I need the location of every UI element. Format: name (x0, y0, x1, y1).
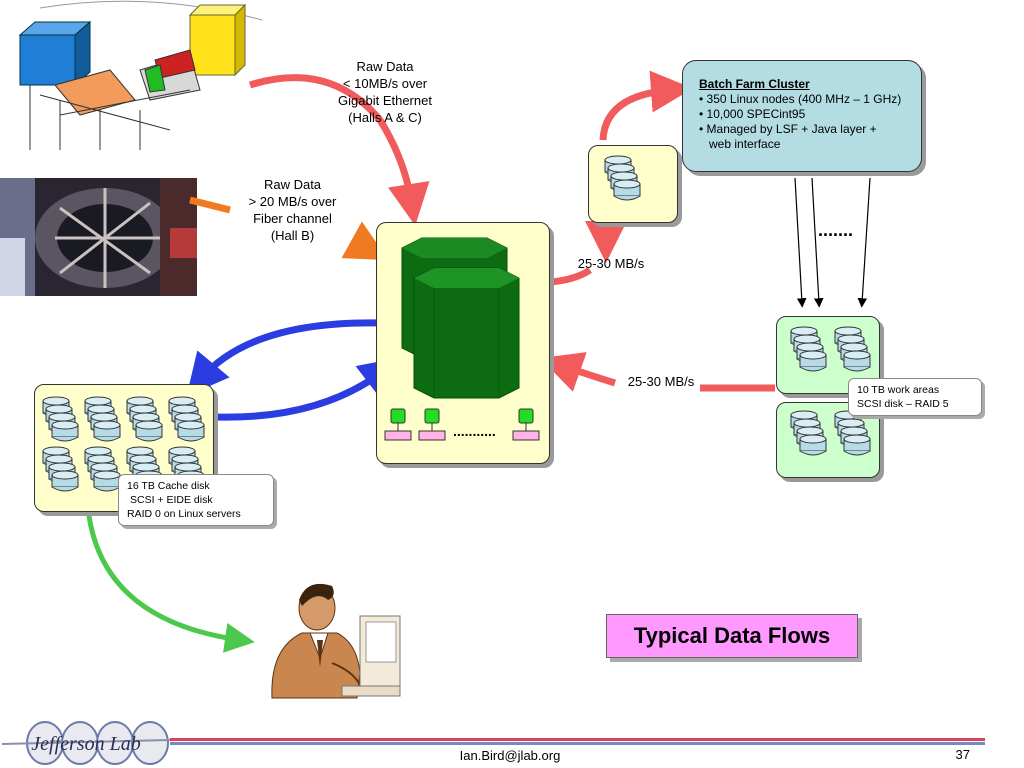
detector-hall-image (0, 0, 270, 160)
arrow-work-label-to-silo (540, 352, 617, 392)
farm-line-2 (811, 177, 824, 308)
rate-to-farm-label: 25-30 MB/s (577, 256, 645, 271)
cache-disk-callout: 16 TB Cache disk SCSI + EIDE disk RAID 0… (118, 474, 274, 526)
footer-divider-red (170, 738, 985, 741)
batch-farm-line: web interface (709, 137, 781, 151)
svg-text:Jefferson Lab: Jefferson Lab (31, 733, 140, 755)
farm-line-3 (857, 177, 871, 308)
rate-from-work-label: 25-30 MB/s (627, 374, 695, 389)
work-area-box-bottom (776, 402, 880, 478)
arrow-cache-to-user (85, 507, 255, 653)
raw-data-ac-label: Raw Data< 10MB/s over Gigabit Ethernet(H… (338, 59, 432, 125)
arrow-halls-ac-to-silo (248, 74, 430, 226)
user-at-computer-image (262, 578, 407, 708)
server-node-icon (512, 408, 540, 441)
batch-farm-line: • 10,000 SPECint95 (699, 107, 806, 121)
disk-stack-icon (790, 326, 871, 372)
page-number: 37 (955, 747, 970, 762)
disk-stack-icon (604, 155, 641, 201)
disk-stack-icon (790, 410, 871, 456)
staging-disk-box (588, 145, 678, 223)
arrow-silo-to-cache (186, 319, 384, 397)
server-node-icon (384, 408, 412, 441)
server-node-icon (418, 408, 446, 441)
batch-farm-box: Batch Farm Cluster • 350 Linux nodes (40… (682, 60, 922, 172)
silo-dots: ........... (453, 423, 496, 439)
work-area-callout: 10 TB work areas SCSI disk – RAID 5 (848, 378, 982, 416)
tape-silo-icon (384, 237, 540, 441)
arrow-cache-to-silo (214, 357, 402, 421)
batch-farm-line: • Managed by LSF + Java layer + (699, 122, 877, 136)
tape-silo-box: ........... (376, 222, 550, 464)
hall-b-photo (0, 178, 197, 296)
arrow-silo-to-staging (549, 267, 592, 286)
footer-email: Ian.Bird@jlab.org (459, 748, 561, 763)
batch-farm-title: Batch Farm Cluster (699, 77, 810, 91)
arrow-hall-b-in (189, 196, 231, 214)
arrow-staging-to-farm (599, 70, 693, 141)
slide-title: Typical Data Flows (606, 614, 858, 658)
farm-dots: ....... (818, 220, 854, 240)
jefferson-lab-logo: Jefferson Lab (0, 718, 172, 768)
farm-line-1 (794, 177, 807, 308)
cache-disk-box (34, 384, 214, 512)
batch-farm-line: • 350 Linux nodes (400 MHz – 1 GHz) (699, 92, 902, 106)
footer-divider-blue (170, 742, 985, 745)
raw-data-b-label: Raw Data> 20 MB/s over Fiber channel(Hal… (248, 177, 337, 243)
disk-stack-icon (42, 396, 205, 492)
arrow-hall-b-to-silo (341, 221, 389, 261)
